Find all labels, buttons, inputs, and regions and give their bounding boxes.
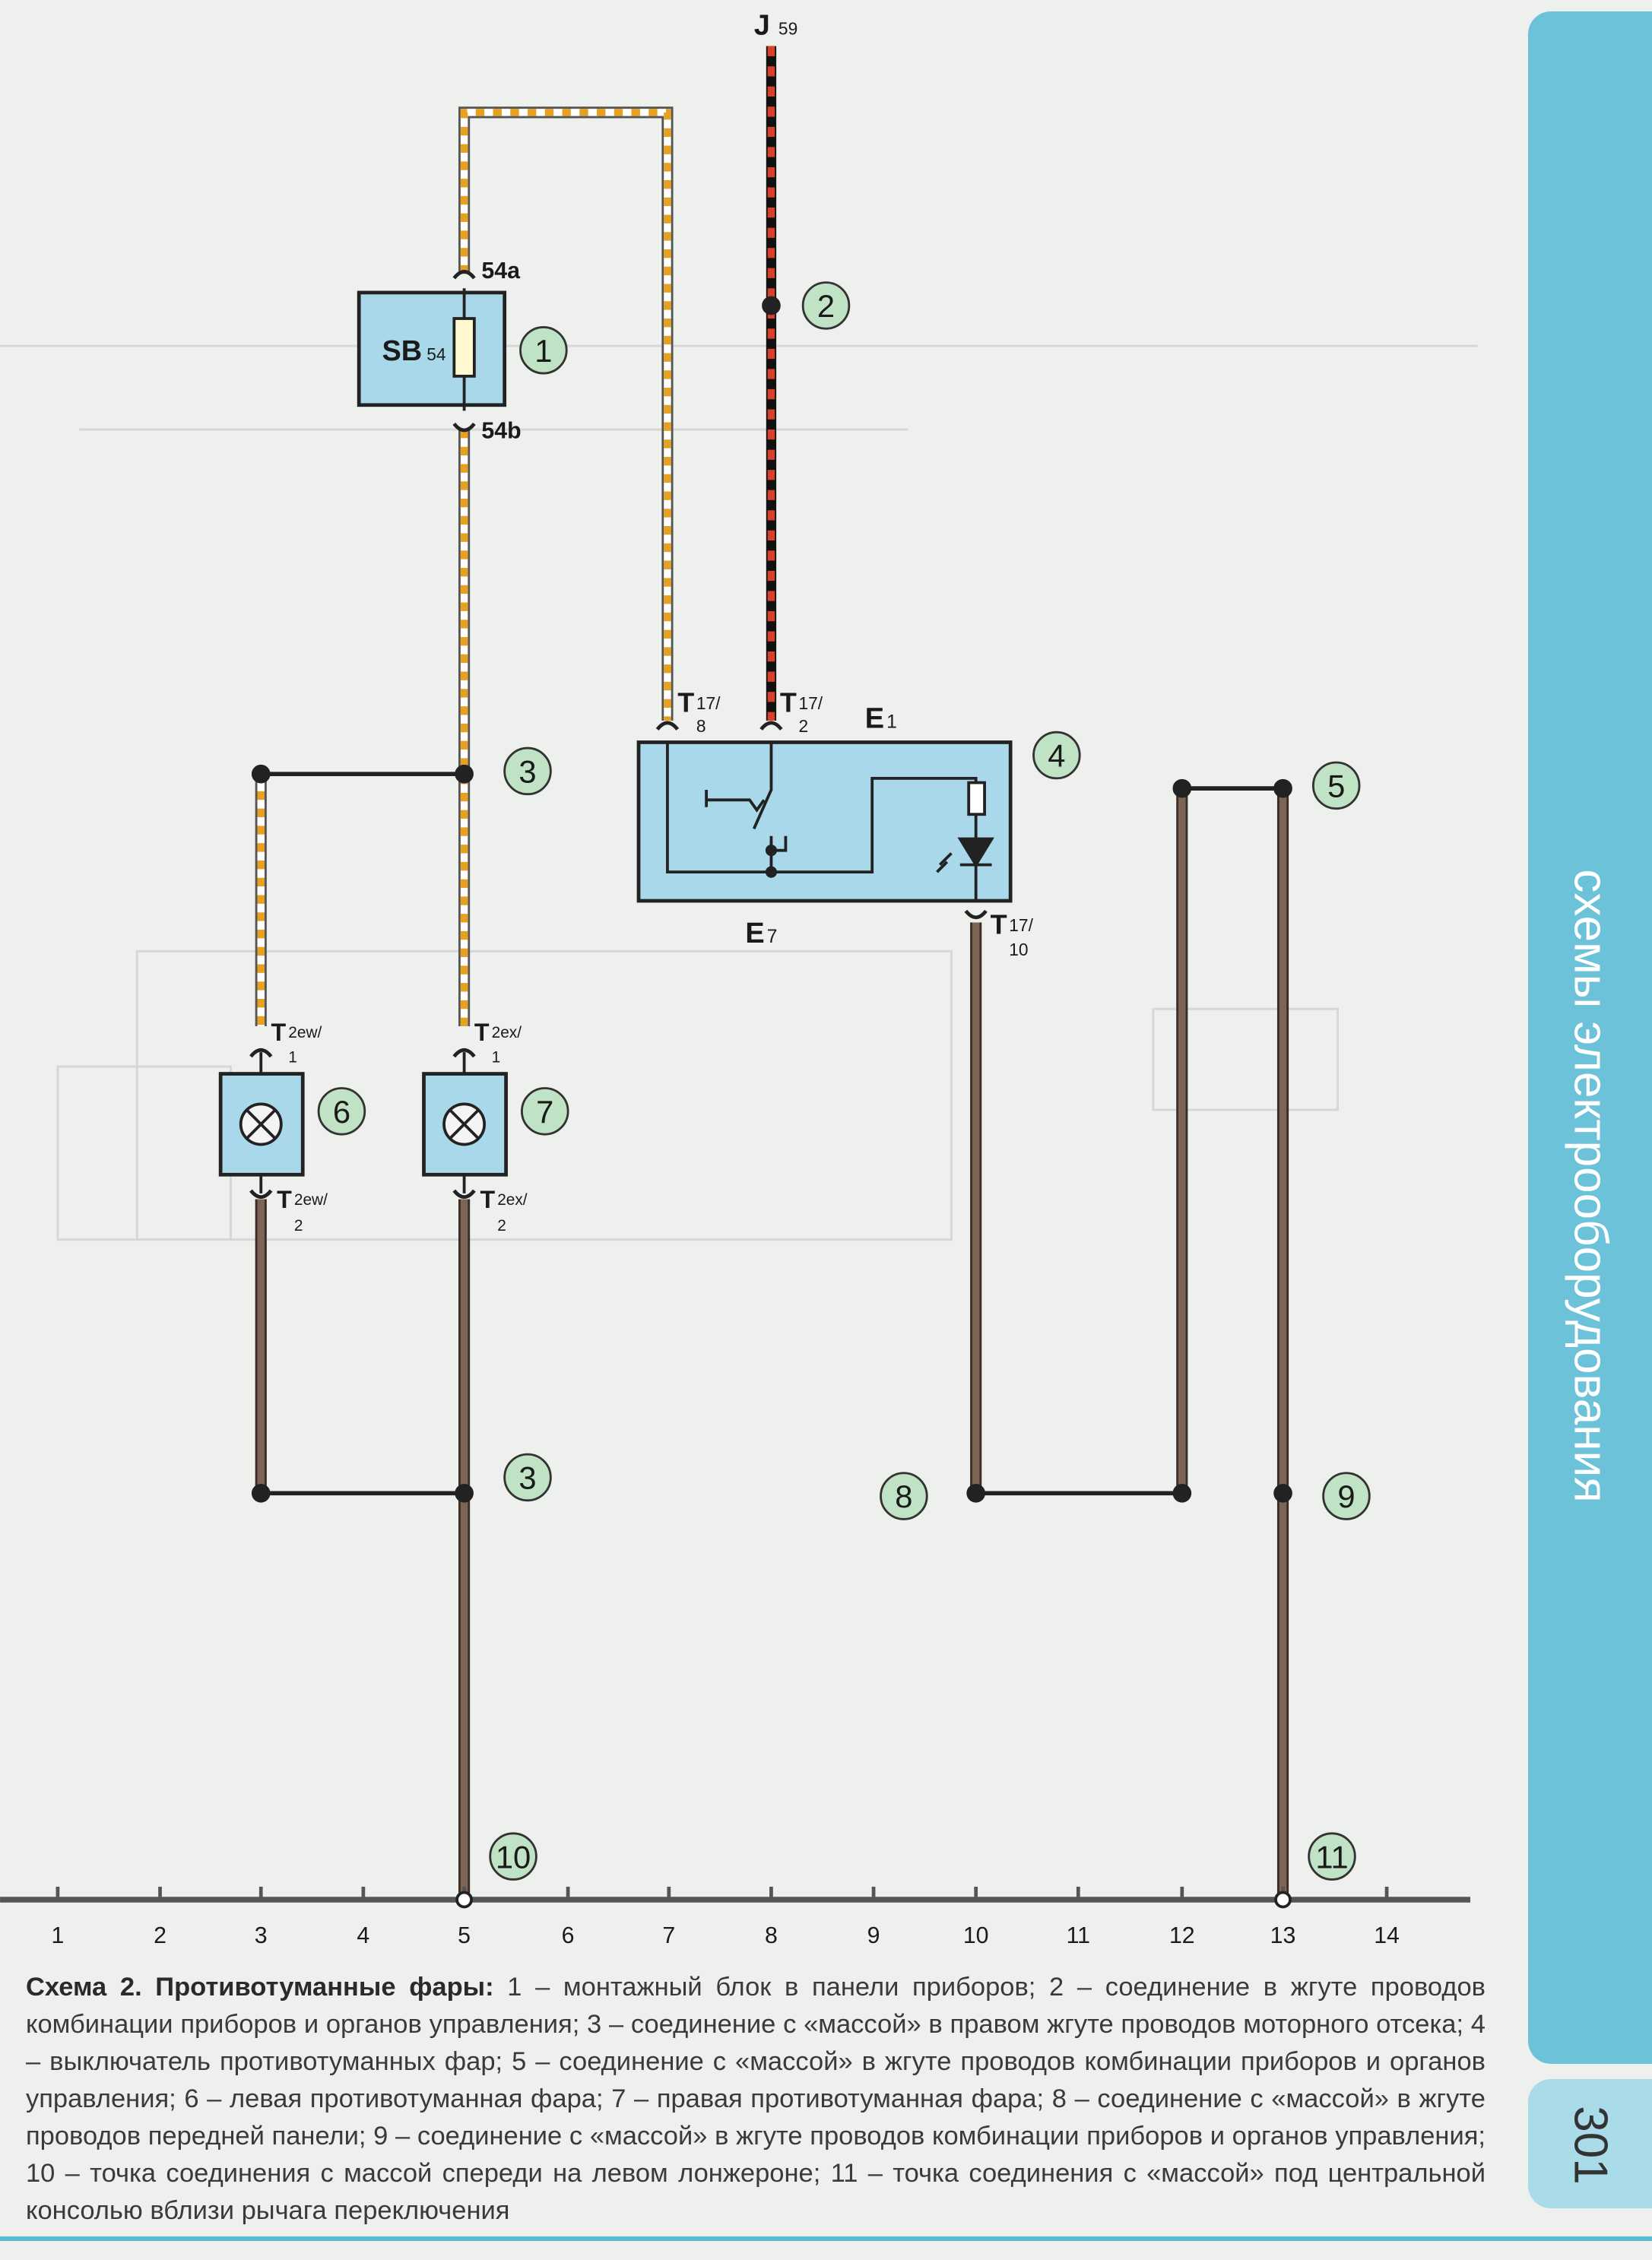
caption-title: Схема 2. Противотуманные фары: (26, 1973, 494, 2002)
ground-point-10 (455, 1891, 473, 1909)
ground-bar-tick-label: 2 (154, 1923, 166, 1948)
ground-bar-tick-label: 9 (867, 1923, 880, 1948)
label-pin-54a: 54a (481, 258, 521, 284)
pin-sub2: 8 (696, 716, 706, 736)
callout-circle (1311, 761, 1361, 810)
ground-bar-tick-label: 11 (1067, 1923, 1090, 1948)
callout-c4: 4 (1048, 738, 1065, 774)
ground-bar-tick-label: 3 (255, 1923, 268, 1948)
callout-circle (521, 1087, 569, 1136)
switch-icon (666, 742, 994, 902)
pin-label-t2ex-1: T 2ex/ 1 (474, 1019, 522, 1066)
pin-label-t17-8: T 17/ 8 (677, 687, 721, 737)
callout-circle (317, 1087, 366, 1136)
callout-c1: 1 (534, 333, 552, 369)
pin-main: T (991, 909, 1007, 940)
label-j: J (754, 10, 770, 42)
figure-caption: Схема 2. Противотуманные фары: 1 – монта… (26, 1969, 1486, 2230)
callout-circle (519, 325, 568, 375)
callout-c6: 6 (333, 1094, 350, 1130)
pin-sub: 17/ (696, 693, 721, 713)
pin-sub2: 1 (492, 1048, 501, 1066)
callout-c5: 5 (1327, 769, 1345, 804)
caption-text: 1 – монтажный блок в панели приборов; 2 … (26, 1973, 1486, 2225)
pin-main: T (271, 1019, 287, 1046)
switch-box-e1 (636, 740, 1013, 903)
label-j-sub: 59 (778, 19, 797, 39)
pin-label-t2ex-2: T 2ex/ 2 (480, 1186, 527, 1235)
callout-c3a: 3 (518, 754, 536, 790)
pin-sub: 2ew/ (294, 1191, 328, 1209)
ground-bar-tick-label: 4 (357, 1923, 369, 1948)
ground-bar-tick-label: 7 (662, 1923, 675, 1948)
callout-c7: 7 (536, 1094, 553, 1130)
callout-c3b: 3 (518, 1460, 536, 1496)
callout-circle (880, 1472, 928, 1520)
pin-main: T (677, 687, 694, 718)
pin-sub: 2ew/ (288, 1024, 322, 1041)
junction-lines (251, 296, 1292, 1503)
pin-main: T (480, 1186, 495, 1213)
pin-label-t17-10: T 17/ 10 (991, 909, 1034, 959)
label-e1: E (865, 703, 884, 735)
fuse-box-sb54 (357, 290, 507, 407)
bottom-rule (0, 2236, 1652, 2241)
callout-c8: 8 (895, 1479, 912, 1514)
lamp-icon (259, 1052, 487, 1193)
fuse-icon (452, 288, 476, 411)
callout-circle (801, 281, 851, 330)
pin-main: T (780, 687, 797, 718)
callout-c11: 11 (1315, 1839, 1348, 1875)
callout-circle (1308, 1832, 1356, 1881)
pin-label-t2ew-1: T 2ew/ 1 (271, 1019, 322, 1066)
label-e7-sub: 7 (767, 927, 778, 947)
pin-sub2: 1 (288, 1048, 297, 1066)
callout-circle (489, 1832, 537, 1881)
section-sidebar (1528, 11, 1652, 2064)
label-e1-sub: 1 (886, 712, 897, 733)
pin-label-t17-2: T 17/ 2 (780, 687, 823, 737)
callout-circle (1032, 731, 1081, 780)
callout-circle (503, 746, 552, 796)
callout-c10: 10 (496, 1839, 531, 1875)
pin-sub: 2ex/ (497, 1191, 528, 1209)
pin-sub2: 10 (1009, 940, 1028, 959)
callout-circle (1322, 1472, 1371, 1520)
ground-bar-tick-label: 1 (51, 1923, 64, 1948)
callout-c2: 2 (817, 288, 835, 324)
pin-sub2: 2 (798, 716, 808, 736)
ground-point-11 (1274, 1891, 1292, 1909)
callout-circle (503, 1453, 552, 1502)
label-e7: E (745, 918, 764, 949)
ground-bar-tick-label: 8 (765, 1923, 778, 1948)
pin-sub: 2ex/ (492, 1024, 522, 1041)
label-sb-sub: 54 (426, 344, 446, 364)
ground-bar-tick-label: 12 (1169, 1923, 1195, 1948)
pin-main: T (277, 1186, 292, 1213)
pin-sub2: 2 (294, 1217, 303, 1235)
page-number-box (1528, 2079, 1652, 2208)
wire-orange-white (255, 106, 674, 1026)
lamp-icon (239, 1102, 283, 1146)
pin-label-t2ew-2: T 2ew/ 2 (277, 1186, 328, 1235)
pin-main: T (474, 1019, 490, 1046)
label-sb: SB (382, 335, 423, 367)
ground-bar-tick-label: 10 (963, 1923, 989, 1948)
wire-brown (255, 788, 1289, 1900)
label-pin-54b: 54b (481, 418, 521, 443)
pin-sub: 17/ (798, 693, 823, 713)
ground-bar-tick-label: 13 (1270, 1923, 1296, 1948)
pin-sub: 17/ (1009, 915, 1033, 935)
ground-bar-tick-label: 14 (1374, 1923, 1400, 1948)
pin-sub2: 2 (497, 1217, 506, 1235)
ground-bar-tick-label: 6 (562, 1923, 575, 1948)
ground-bar-tick-label: 5 (458, 1923, 471, 1948)
callout-c9: 9 (1337, 1479, 1355, 1514)
connector-icon (249, 270, 988, 1200)
